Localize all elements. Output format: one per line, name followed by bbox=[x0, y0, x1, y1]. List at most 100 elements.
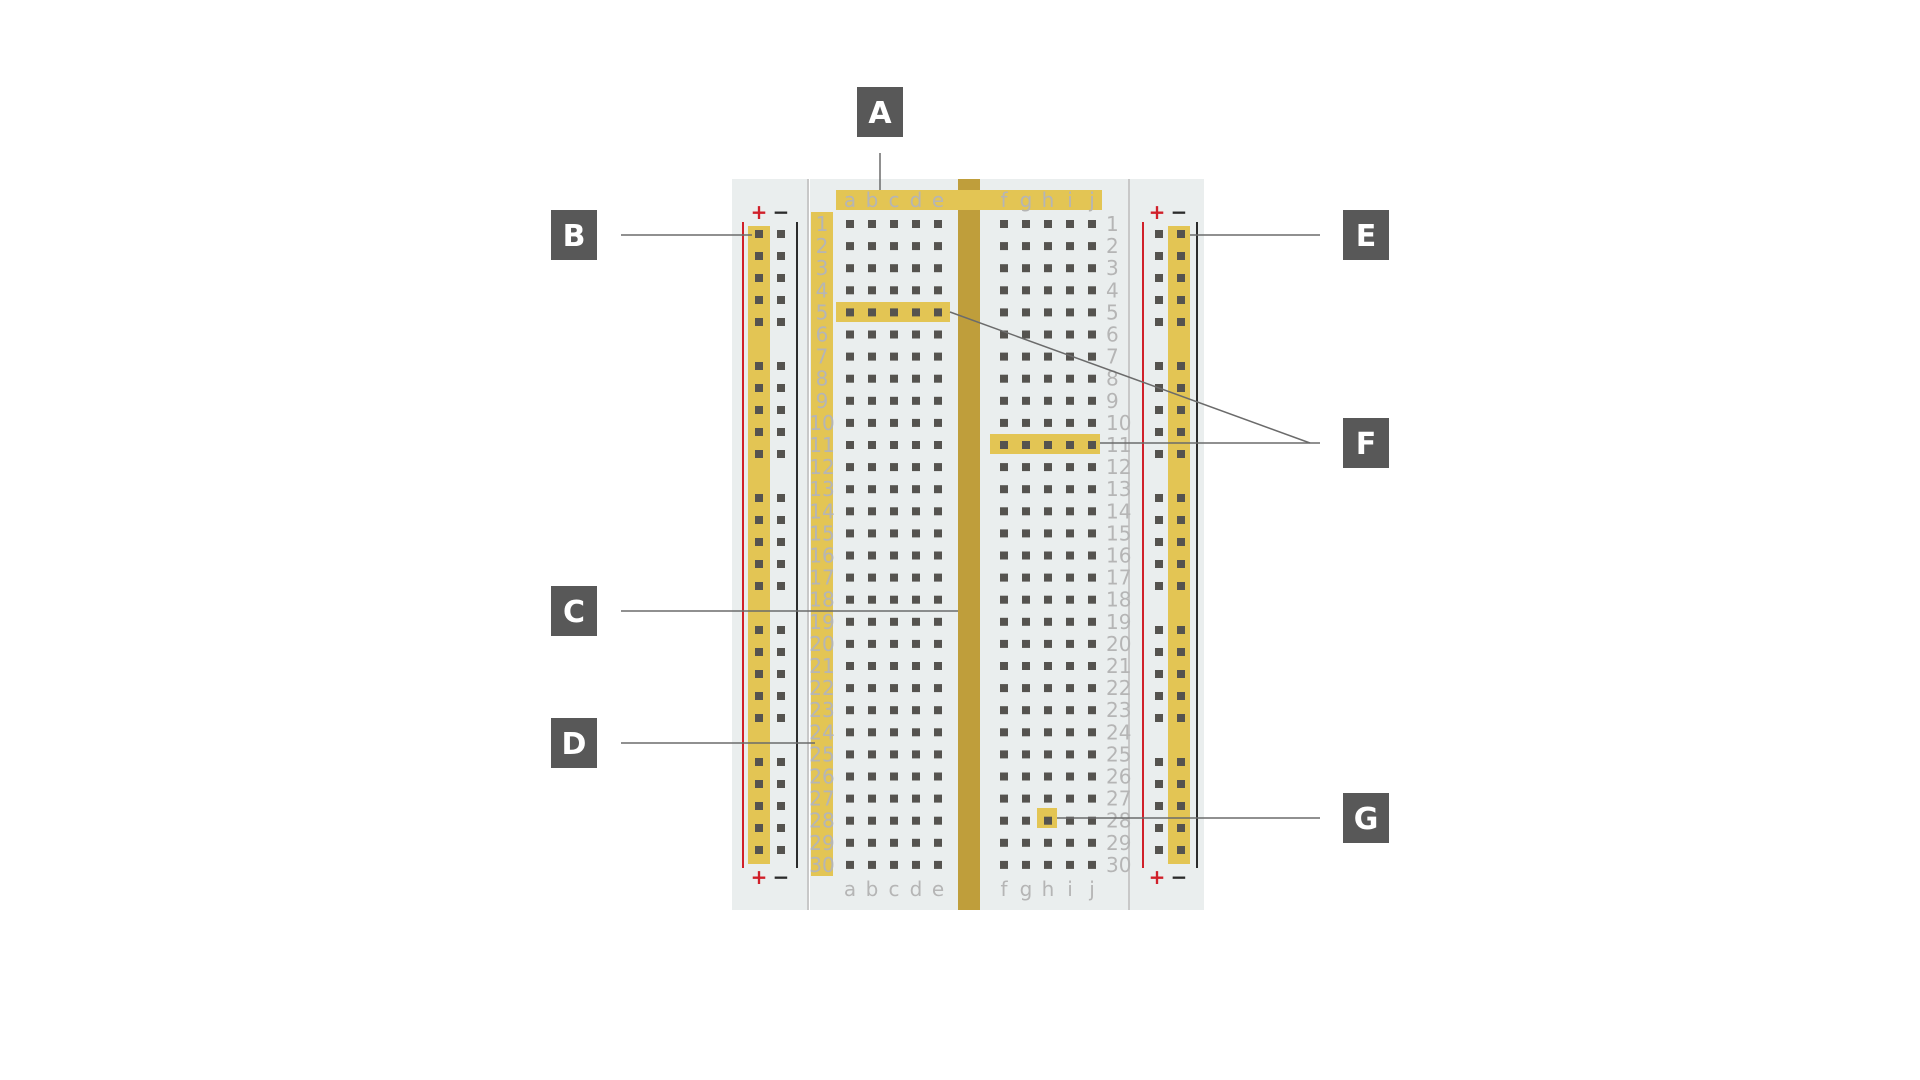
callout-a-letter: A bbox=[868, 96, 892, 131]
hole-b9 bbox=[868, 396, 876, 405]
hole-g25 bbox=[1022, 750, 1030, 759]
hole-g12 bbox=[1022, 463, 1030, 472]
hole-b8 bbox=[868, 374, 876, 383]
hole-g14 bbox=[1022, 507, 1030, 516]
hole-d22 bbox=[912, 684, 920, 693]
hole-h18 bbox=[1044, 595, 1052, 604]
hole-g24 bbox=[1022, 728, 1030, 737]
hole-c16 bbox=[890, 551, 898, 560]
hole-g13 bbox=[1022, 485, 1030, 494]
rail-hole-3-24 bbox=[1177, 846, 1185, 854]
left-top-plus-sign: + bbox=[751, 200, 768, 224]
rail-hole-3-17 bbox=[1177, 670, 1185, 678]
rail-hole-0-3 bbox=[755, 296, 763, 304]
hole-b3 bbox=[868, 264, 876, 273]
hole-g16 bbox=[1022, 551, 1030, 560]
hole-d26 bbox=[912, 772, 920, 781]
rail-hole-1-15 bbox=[777, 626, 785, 634]
rail-hole-3-2 bbox=[1177, 274, 1185, 282]
hole-e16 bbox=[934, 551, 942, 560]
row-label-right-7: 7 bbox=[1106, 345, 1119, 369]
hole-b13 bbox=[868, 485, 876, 494]
rail-hole-0-9 bbox=[755, 450, 763, 458]
rail-hole-1-12 bbox=[777, 538, 785, 546]
rail-hole-3-0 bbox=[1177, 230, 1185, 238]
row-label-left-18: 18 bbox=[809, 588, 834, 612]
hole-g19 bbox=[1022, 617, 1030, 626]
hole-j9 bbox=[1088, 396, 1096, 405]
rail-hole-0-4 bbox=[755, 318, 763, 326]
hole-h11 bbox=[1044, 441, 1052, 449]
row-label-left-25: 25 bbox=[809, 742, 834, 766]
hole-i2 bbox=[1066, 242, 1074, 251]
row-label-right-6: 6 bbox=[1106, 323, 1119, 347]
row-label-left-15: 15 bbox=[809, 521, 834, 545]
hole-h17 bbox=[1044, 573, 1052, 582]
hole-c15 bbox=[890, 529, 898, 538]
hole-f21 bbox=[1000, 662, 1008, 670]
leader-lines bbox=[621, 153, 1320, 819]
hole-a8 bbox=[846, 374, 854, 383]
hole-d3 bbox=[912, 264, 920, 273]
rail-hole-0-0 bbox=[755, 230, 763, 238]
row-label-left-19: 19 bbox=[809, 610, 834, 634]
row-label-right-4: 4 bbox=[1106, 278, 1119, 302]
rail-hole-3-16 bbox=[1177, 648, 1185, 656]
rail-hole-3-14 bbox=[1177, 582, 1185, 590]
hole-a12 bbox=[846, 463, 854, 472]
callout-c-letter: C bbox=[563, 595, 585, 630]
col-label-bottom-a: a bbox=[844, 877, 856, 901]
hole-e19 bbox=[934, 617, 942, 626]
rail-hole-0-11 bbox=[755, 516, 763, 524]
row-label-right-12: 12 bbox=[1106, 455, 1131, 479]
hole-g7 bbox=[1022, 352, 1030, 361]
hole-j17 bbox=[1088, 573, 1096, 582]
hole-d2 bbox=[912, 242, 920, 251]
rail-hole-0-19 bbox=[755, 714, 763, 722]
row-label-left-1: 1 bbox=[816, 212, 829, 236]
hole-f8 bbox=[1000, 374, 1008, 383]
hole-g11 bbox=[1022, 441, 1030, 449]
col-label-bottom-d: d bbox=[910, 877, 923, 901]
hole-i21 bbox=[1066, 662, 1074, 670]
hole-j2 bbox=[1088, 242, 1096, 251]
hole-f25 bbox=[1000, 750, 1008, 759]
rail-hole-1-10 bbox=[777, 494, 785, 502]
hole-i22 bbox=[1066, 684, 1074, 693]
hole-f2 bbox=[1000, 242, 1008, 251]
hole-b12 bbox=[868, 463, 876, 472]
col-label-top-c: c bbox=[889, 188, 900, 212]
hole-e7 bbox=[934, 352, 942, 361]
rail-hole-3-12 bbox=[1177, 538, 1185, 546]
hole-f19 bbox=[1000, 617, 1008, 626]
hole-i7 bbox=[1066, 352, 1074, 361]
hole-a14 bbox=[846, 507, 854, 516]
rail-hole-3-9 bbox=[1177, 450, 1185, 458]
hole-e22 bbox=[934, 684, 942, 693]
hole-g10 bbox=[1022, 418, 1030, 427]
hole-g28 bbox=[1022, 816, 1030, 825]
rail-hole-0-7 bbox=[755, 406, 763, 414]
hole-j16 bbox=[1088, 551, 1096, 560]
hole-h16 bbox=[1044, 551, 1052, 560]
row-label-right-1: 1 bbox=[1106, 212, 1119, 236]
rail-hole-1-23 bbox=[777, 824, 785, 832]
hole-j13 bbox=[1088, 485, 1096, 494]
hole-i16 bbox=[1066, 551, 1074, 560]
hole-c28 bbox=[890, 816, 898, 825]
hole-c10 bbox=[890, 418, 898, 427]
hole-e18 bbox=[934, 595, 942, 604]
hole-f3 bbox=[1000, 264, 1008, 273]
rail-hole-1-19 bbox=[777, 714, 785, 722]
hole-j22 bbox=[1088, 684, 1096, 693]
rail-hole-3-8 bbox=[1177, 428, 1185, 436]
hole-i15 bbox=[1066, 529, 1074, 538]
col-label-bottom-e: e bbox=[932, 877, 944, 901]
hole-h23 bbox=[1044, 706, 1052, 715]
col-label-bottom-h: h bbox=[1042, 877, 1055, 901]
hole-d17 bbox=[912, 573, 920, 582]
hole-d7 bbox=[912, 352, 920, 361]
col-label-top-i: i bbox=[1067, 188, 1073, 212]
hole-d19 bbox=[912, 617, 920, 626]
